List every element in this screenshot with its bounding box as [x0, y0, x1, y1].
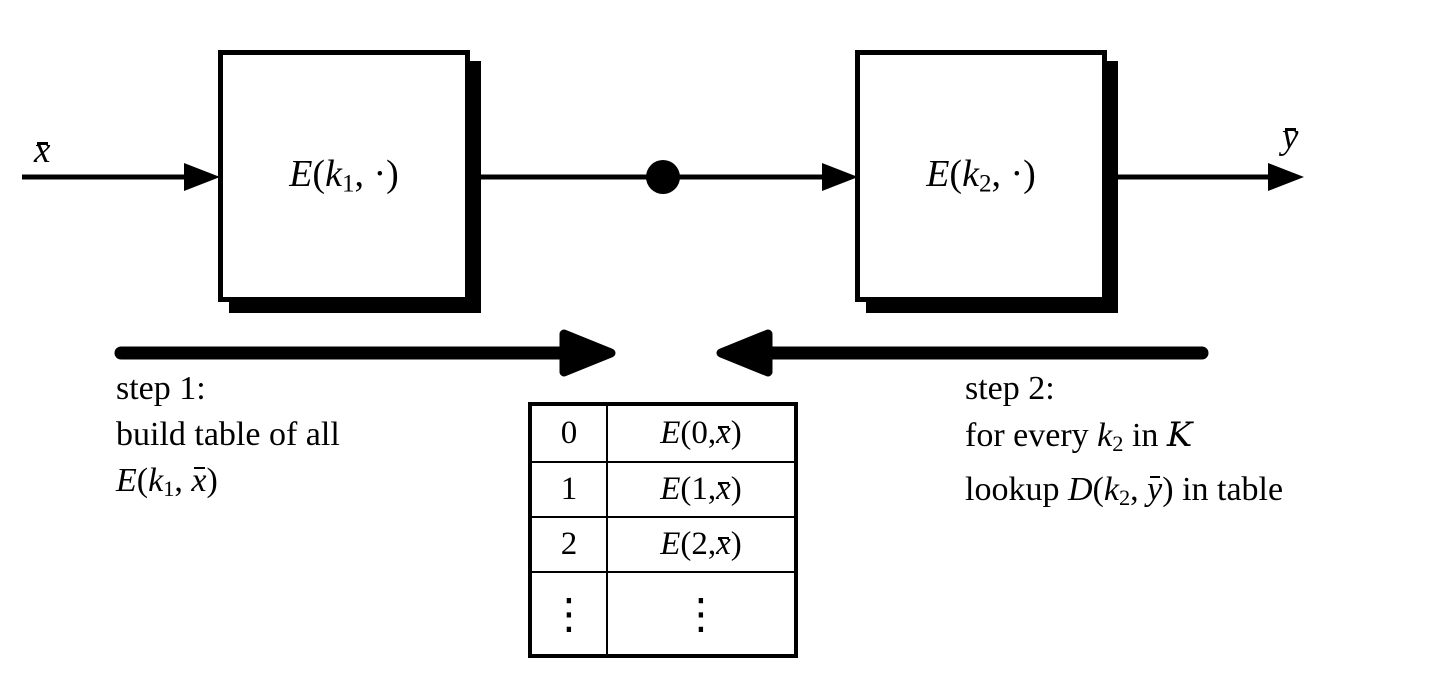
step2-line1: step 2:: [965, 370, 1055, 407]
junction-dot: [646, 160, 680, 194]
table-key-cell: 1: [532, 461, 608, 516]
table-value-cell: E(1, x): [608, 461, 794, 516]
step1-line2: build table of all: [116, 416, 340, 453]
input-arrow: [22, 163, 220, 191]
table-key-cell-vdots: ⋮: [532, 571, 608, 654]
step1-arrow: [114, 329, 616, 377]
encryption-box-1-label: E(k1, ·): [289, 153, 399, 198]
step2-text: step 2: for every k2 in K lookup D(k2, y…: [965, 366, 1283, 521]
step1-line3: E(k1, x): [116, 458, 340, 512]
step1-text: step 1: build table of all E(k1, x): [116, 366, 340, 512]
step2-line3: lookup D(k2, y) in table: [965, 467, 1283, 521]
step2-arrow: [716, 329, 1209, 377]
lookup-table: 0 E(0, x) 1 E(1, x) 2 E(2, x) ⋮ ⋮: [528, 402, 798, 658]
table-value-cell: E(2, x): [608, 516, 794, 571]
encryption-box-2: E(k2, ·): [855, 50, 1107, 302]
encryption-box-1: E(k1, ·): [218, 50, 470, 302]
step2-line2: for every k2 in K: [965, 415, 1193, 456]
table-key-cell: 2: [532, 516, 608, 571]
table-value-cell-vdots: ⋮: [608, 571, 794, 654]
input-label-xbar: x: [34, 130, 51, 171]
step1-line1: step 1:: [116, 370, 206, 407]
encryption-box-2-label: E(k2, ·): [926, 153, 1036, 198]
table-key-cell: 0: [532, 406, 608, 461]
table-value-cell: E(0, x): [660, 415, 742, 451]
output-label-ybar: y: [1282, 116, 1299, 157]
output-arrow: [1112, 163, 1304, 191]
